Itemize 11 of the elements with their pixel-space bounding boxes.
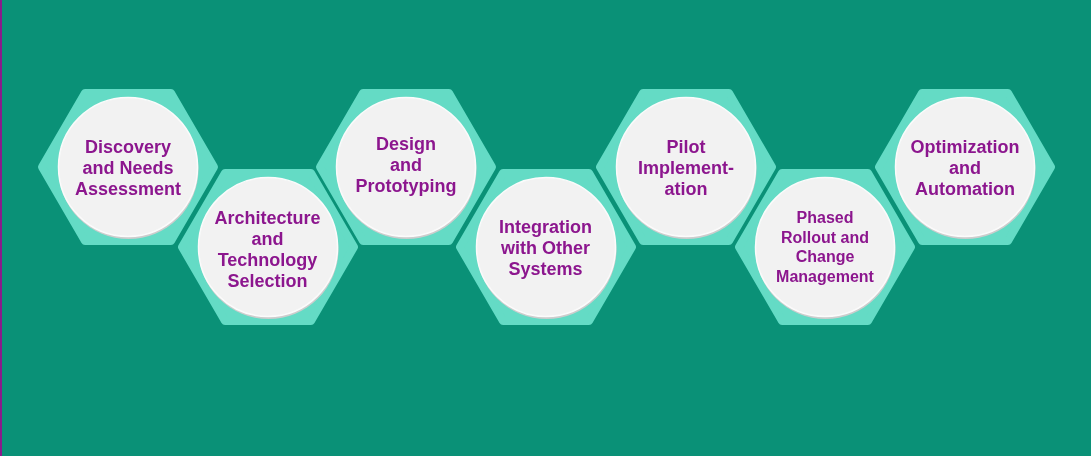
step-label: Integration with Other Systems xyxy=(499,216,592,280)
hexagon-step xyxy=(735,169,915,325)
step-label: Phased Rollout and Change Management xyxy=(776,208,874,286)
step-label: Optimization and Automation xyxy=(910,136,1020,199)
step-label: Architecture and Technology Selection xyxy=(214,208,321,292)
hexagon-step xyxy=(875,88,1055,245)
step-label: Discovery and Needs Assessment xyxy=(74,136,182,199)
step-label: Pilot Implement- ation xyxy=(638,136,734,199)
step-label: Design and Prototyping xyxy=(355,133,457,196)
hexagon-step xyxy=(455,169,636,325)
hexagon-step xyxy=(596,88,776,245)
